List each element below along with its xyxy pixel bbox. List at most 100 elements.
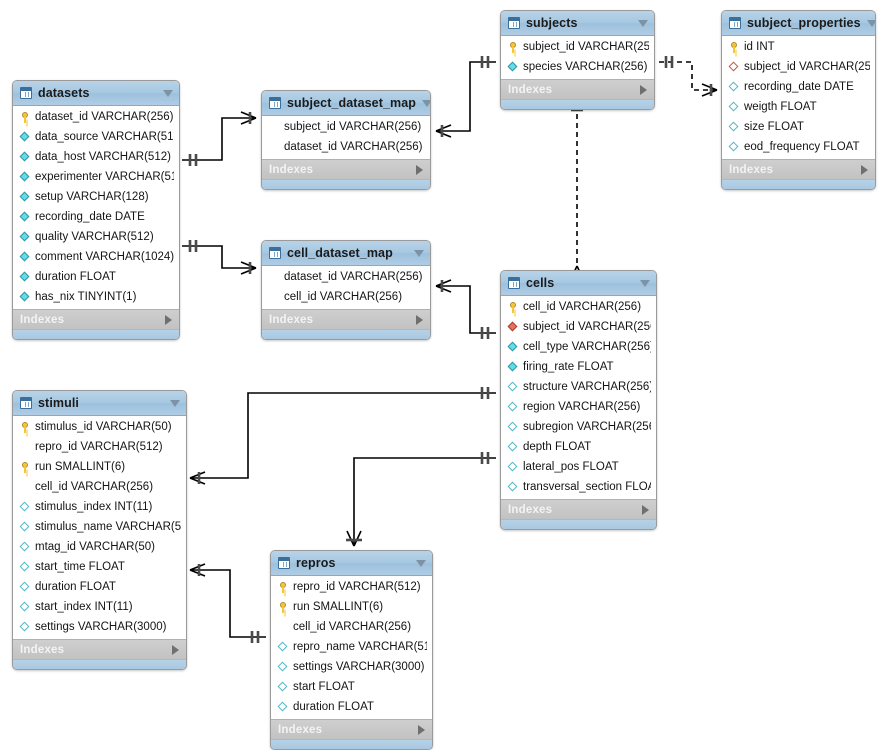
column-row[interactable]: weigth FLOAT (722, 97, 875, 117)
column-row[interactable]: size FLOAT (722, 117, 875, 137)
column-row[interactable]: transversal_section FLOAT (501, 477, 656, 497)
column-row[interactable]: subject_id VARCHAR(256) (501, 37, 654, 57)
column-row[interactable]: subregion VARCHAR(256) (501, 417, 656, 437)
column-row[interactable]: recording_date DATE (722, 77, 875, 97)
column-row[interactable]: subject_id VARCHAR(256) (262, 117, 430, 137)
chevron-down-icon[interactable] (170, 399, 180, 407)
expand-arrow-icon[interactable] (416, 314, 423, 325)
expand-arrow-icon[interactable] (172, 644, 179, 655)
column-row[interactable]: repro_id VARCHAR(512) (13, 437, 186, 457)
indexes-bar[interactable]: Indexes (501, 499, 656, 519)
chevron-down-icon[interactable] (866, 19, 875, 27)
column-row[interactable]: cell_id VARCHAR(256) (271, 617, 432, 637)
column-row[interactable]: lateral_pos FLOAT (501, 457, 656, 477)
table-header-stimuli[interactable]: stimuli (13, 391, 186, 416)
column-row[interactable]: dataset_id VARCHAR(256) (13, 107, 179, 127)
table-header-cell_dataset_map[interactable]: cell_dataset_map (262, 241, 430, 266)
chevron-down-icon[interactable] (638, 19, 648, 27)
column-row[interactable]: cell_id VARCHAR(256) (13, 477, 186, 497)
column-row[interactable]: repro_id VARCHAR(512) (271, 577, 432, 597)
chevron-down-icon[interactable] (163, 89, 173, 97)
indexes-bar[interactable]: Indexes (722, 159, 875, 179)
column-row[interactable]: data_source VARCHAR(512) (13, 127, 179, 147)
expand-arrow-icon[interactable] (416, 164, 423, 175)
chevron-down-icon[interactable] (640, 279, 650, 287)
column-row[interactable]: recording_date DATE (13, 207, 179, 227)
column-row[interactable]: region VARCHAR(256) (501, 397, 656, 417)
table-header-subject_properties[interactable]: subject_properties (722, 11, 875, 36)
column-row[interactable]: start_index INT(11) (13, 597, 186, 617)
relationship-cells-stimuli[interactable] (189, 387, 496, 485)
column-row[interactable]: stimulus_id VARCHAR(50) (13, 417, 186, 437)
relationship-datasets-subject_dataset_map[interactable] (182, 111, 257, 166)
indexes-bar[interactable]: Indexes (13, 309, 179, 329)
relationship-datasets-cell_dataset_map[interactable] (182, 240, 257, 275)
expand-arrow-icon[interactable] (640, 84, 647, 95)
column-row[interactable]: dataset_id VARCHAR(256) (262, 137, 430, 157)
column-row[interactable]: cell_id VARCHAR(256) (262, 287, 430, 307)
column-row[interactable]: run SMALLINT(6) (13, 457, 186, 477)
table-header-cells[interactable]: cells (501, 271, 656, 296)
column-row[interactable]: structure VARCHAR(256) (501, 377, 656, 397)
relationship-cells-cell_dataset_map[interactable] (435, 279, 496, 339)
column-row[interactable]: settings VARCHAR(3000) (13, 617, 186, 637)
column-row[interactable]: run SMALLINT(6) (271, 597, 432, 617)
chevron-down-icon[interactable] (414, 249, 424, 257)
indexes-label: Indexes (508, 503, 553, 516)
column-row[interactable]: comment VARCHAR(1024) (13, 247, 179, 267)
relationship-repros-stimuli[interactable] (189, 563, 266, 643)
chevron-down-icon[interactable] (422, 99, 430, 107)
table-header-subjects[interactable]: subjects (501, 11, 654, 36)
column-row[interactable]: firing_rate FLOAT (501, 357, 656, 377)
expand-arrow-icon[interactable] (418, 724, 425, 735)
table-header-datasets[interactable]: datasets (13, 81, 179, 106)
indexes-bar[interactable]: Indexes (262, 159, 430, 179)
relationship-subjects-subject_dataset_map[interactable] (435, 56, 496, 138)
column-row[interactable]: depth FLOAT (501, 437, 656, 457)
column-row[interactable]: duration FLOAT (271, 697, 432, 717)
column-row[interactable]: subject_id VARCHAR(256) (722, 57, 875, 77)
column-row[interactable]: duration FLOAT (13, 577, 186, 597)
column-row[interactable]: setup VARCHAR(128) (13, 187, 179, 207)
column-row[interactable]: stimulus_name VARCHAR(512) (13, 517, 186, 537)
column-row[interactable]: experimenter VARCHAR(512) (13, 167, 179, 187)
column-row[interactable]: duration FLOAT (13, 267, 179, 287)
expand-arrow-icon[interactable] (642, 504, 649, 515)
indexes-bar[interactable]: Indexes (271, 719, 432, 739)
relationship-subjects-subject_properties[interactable] (659, 56, 718, 97)
column-row[interactable]: quality VARCHAR(512) (13, 227, 179, 247)
column-row[interactable]: data_host VARCHAR(512) (13, 147, 179, 167)
expand-arrow-icon[interactable] (861, 164, 868, 175)
column-row[interactable]: has_nix TINYINT(1) (13, 287, 179, 307)
column-row[interactable]: eod_frequency FLOAT (722, 137, 875, 157)
column-row[interactable]: stimulus_index INT(11) (13, 497, 186, 517)
relationship-subjects-cells[interactable] (569, 96, 585, 282)
expand-arrow-icon[interactable] (165, 314, 172, 325)
indexes-bar[interactable]: Indexes (13, 639, 186, 659)
column-row[interactable]: settings VARCHAR(3000) (271, 657, 432, 677)
indexes-bar[interactable]: Indexes (501, 79, 654, 99)
column-row[interactable]: dataset_id VARCHAR(256) (262, 267, 430, 287)
column-row[interactable]: id INT (722, 37, 875, 57)
table-header-subject_dataset_map[interactable]: subject_dataset_map (262, 91, 430, 116)
relationship-cells-repros[interactable] (346, 452, 496, 547)
chevron-down-icon[interactable] (416, 559, 426, 567)
column-row[interactable]: species VARCHAR(256) (501, 57, 654, 77)
table-header-repros[interactable]: repros (271, 551, 432, 576)
column-row[interactable]: cell_type VARCHAR(256) (501, 337, 656, 357)
indexes-bar[interactable]: Indexes (262, 309, 430, 329)
column-row[interactable]: cell_id VARCHAR(256) (501, 297, 656, 317)
column-row[interactable]: start_time FLOAT (13, 557, 186, 577)
column-row[interactable]: repro_name VARCHAR(512) (271, 637, 432, 657)
column-row[interactable]: start FLOAT (271, 677, 432, 697)
column-row[interactable]: mtag_id VARCHAR(50) (13, 537, 186, 557)
column-row[interactable]: subject_id VARCHAR(256) (501, 317, 656, 337)
